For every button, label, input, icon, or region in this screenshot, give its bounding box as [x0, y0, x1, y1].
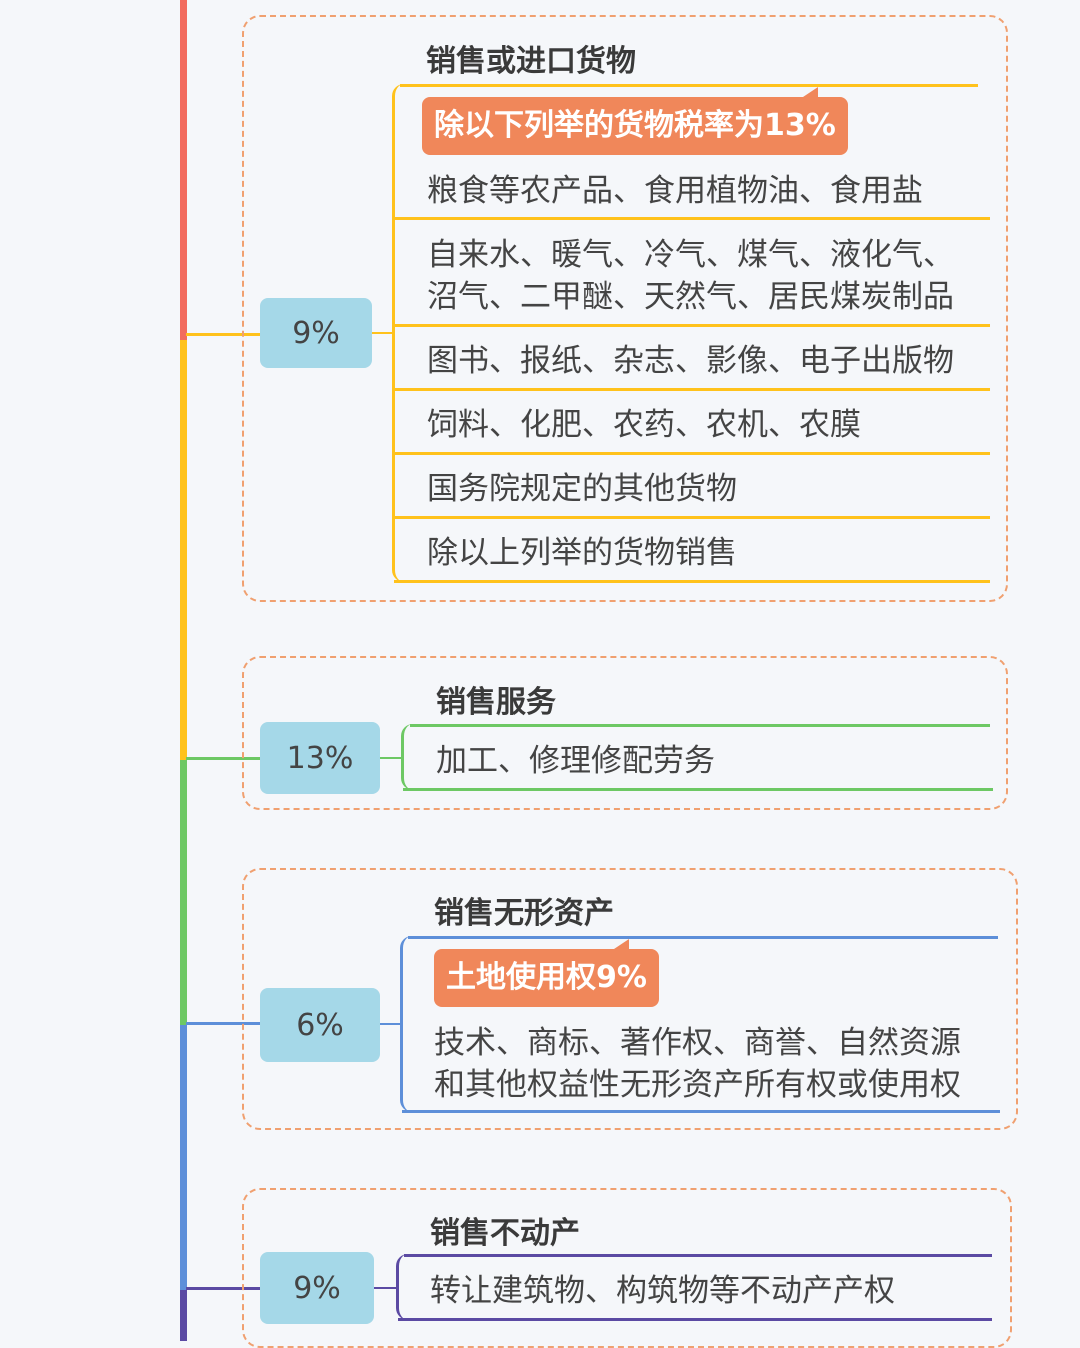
- list-item: 和其他权益性无形资产所有权或使用权: [434, 1067, 961, 1103]
- list-item: 自来水、暖气、冷气、煤气、液化气、: [427, 237, 954, 273]
- list-item: 图书、报纸、杂志、影像、电子出版物: [427, 343, 954, 379]
- list-item: 沼气、二甲醚、天然气、居民煤炭制品: [427, 279, 954, 315]
- group-title-services: 销售服务: [436, 685, 556, 720]
- badge-goods-13: 除以下列举的货物税率为13%: [422, 87, 848, 155]
- item-line: [394, 324, 990, 327]
- item-line: [394, 388, 990, 391]
- trunk-blue: [180, 1025, 187, 1290]
- list-item: 粮食等农产品、食用植物油、食用盐: [427, 173, 923, 209]
- list-item: 转让建筑物、构筑物等不动产产权: [430, 1273, 895, 1309]
- group-title-goods: 销售或进口货物: [426, 44, 636, 79]
- branch-group-4: [186, 1287, 262, 1290]
- group-title-intangible: 销售无形资产: [434, 896, 614, 931]
- trunk-green: [180, 760, 187, 1025]
- item-line: [394, 217, 990, 220]
- group-box-services: [242, 656, 1008, 810]
- trunk-yellow: [180, 340, 187, 760]
- trunk-red: [180, 0, 187, 340]
- rate-box-intangible: 6%: [260, 988, 380, 1062]
- connector-services: [380, 757, 402, 759]
- branch-group-1: [186, 333, 262, 336]
- item-line: [394, 580, 990, 583]
- list-item: 技术、商标、著作权、商誉、自然资源: [434, 1025, 961, 1061]
- bracket-intangible: [400, 936, 413, 1112]
- group-box-intangible: [242, 868, 1018, 1130]
- connector-realestate: [374, 1287, 398, 1289]
- list-item: 加工、修理修配劳务: [436, 743, 715, 779]
- trunk-purple: [180, 1290, 187, 1341]
- list-item: 除以上列举的货物销售: [427, 535, 737, 571]
- bracket-services: [401, 724, 414, 790]
- item-line: [408, 936, 998, 939]
- rate-box-goods: 9%: [260, 298, 372, 368]
- item-line: [403, 788, 993, 791]
- item-line: [394, 452, 990, 455]
- connector-goods: [372, 332, 394, 334]
- rate-box-realestate: 9%: [260, 1252, 374, 1324]
- bracket-realestate: [396, 1254, 409, 1320]
- item-line: [400, 84, 978, 87]
- item-line: [410, 724, 990, 727]
- bracket-goods: [392, 84, 405, 582]
- badge-land-use: 土地使用权9%: [434, 939, 659, 1007]
- group-title-realestate: 销售不动产: [430, 1216, 580, 1251]
- item-line: [394, 516, 990, 519]
- rate-box-services: 13%: [260, 722, 380, 794]
- group-box-goods: [242, 15, 1008, 602]
- branch-group-3: [186, 1022, 262, 1025]
- item-line: [404, 1254, 992, 1257]
- list-item: 国务院规定的其他货物: [427, 471, 737, 507]
- branch-group-2: [186, 757, 262, 760]
- item-line: [398, 1318, 992, 1321]
- connector-intangible: [380, 1023, 402, 1025]
- list-item: 饲料、化肥、农药、农机、农膜: [427, 407, 861, 443]
- item-line: [402, 1110, 1000, 1113]
